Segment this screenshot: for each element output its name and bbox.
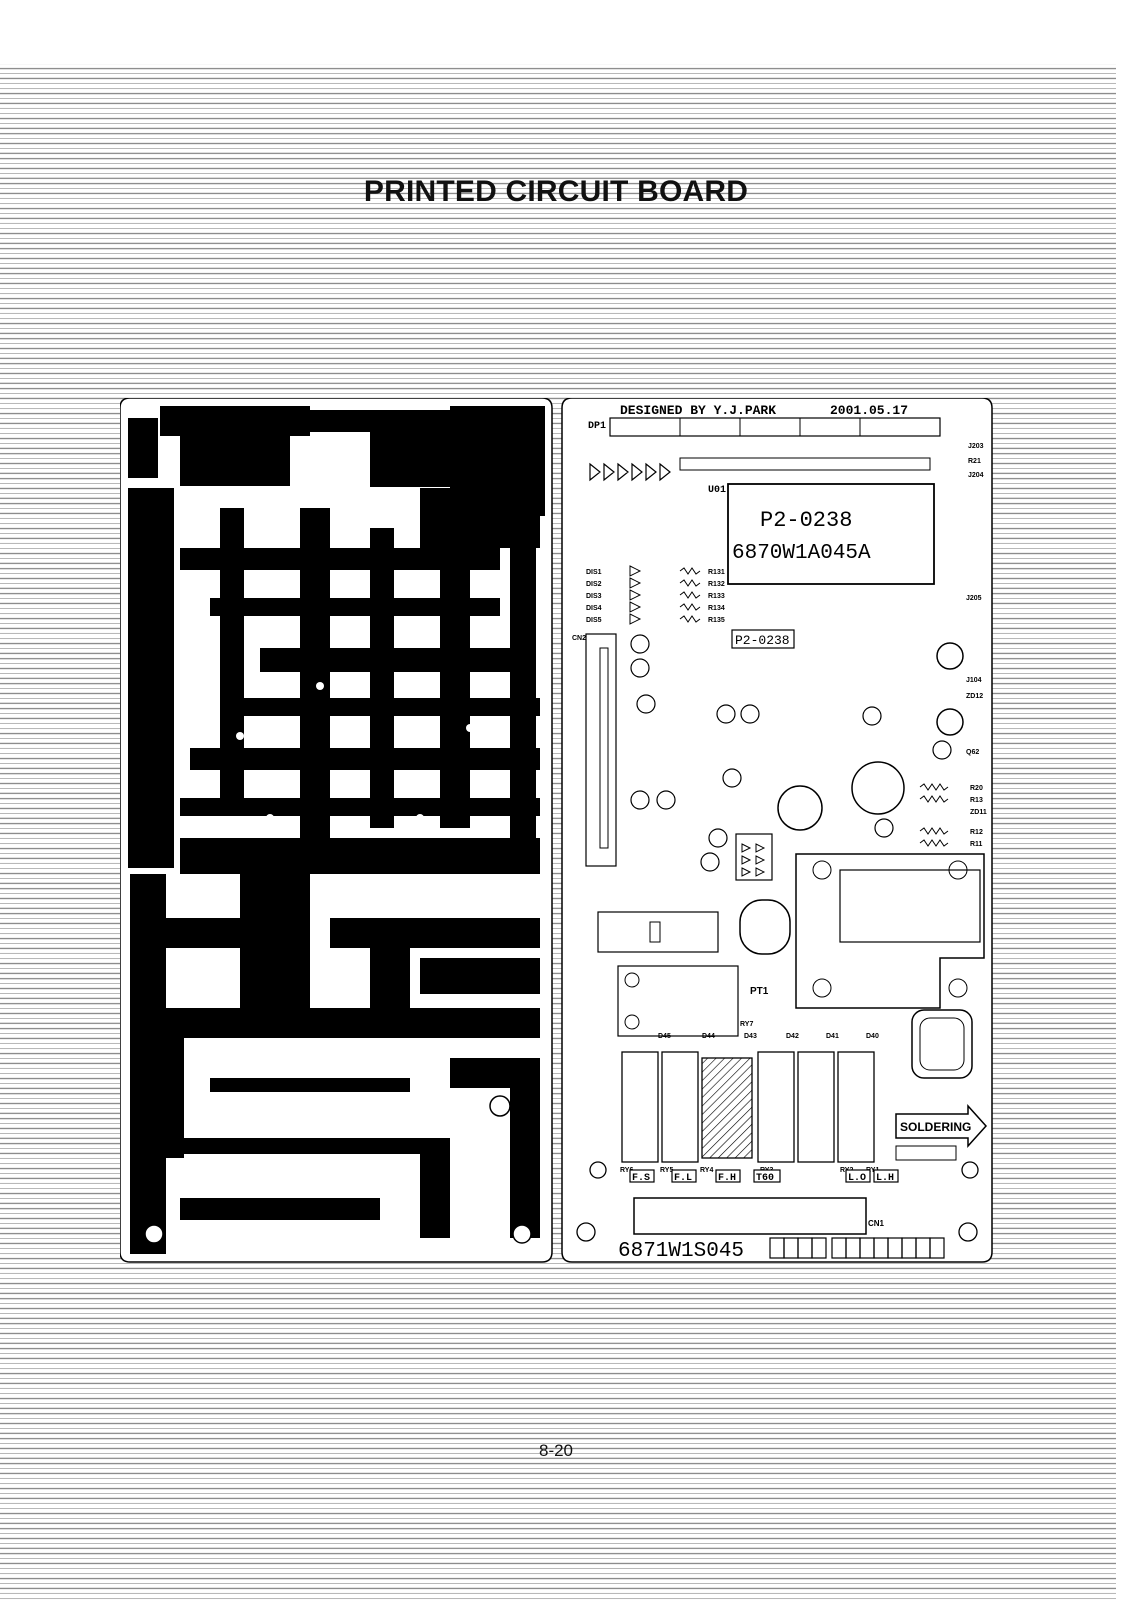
page-number: 8-20 (538, 1441, 574, 1460)
sub-label: P2-0238 (735, 633, 790, 648)
ic-ref: U01 (708, 485, 726, 496)
cn2-label: CN2 (572, 635, 586, 642)
pt1-label: PT1 (750, 986, 769, 997)
dis3-label: DIS3 (586, 593, 602, 600)
component-side-board: DESIGNED BY Y.J.PARK 2001.05.17 DP1 J203… (561, 398, 993, 1263)
d43-label: D43 (744, 1033, 757, 1040)
r135-label: R135 (708, 617, 725, 624)
solder-side-board (120, 398, 553, 1263)
ic-label-1: P2-0238 (760, 508, 852, 533)
right-margin (1116, 64, 1132, 1600)
terminal-t60: T60 (756, 1173, 774, 1184)
dis1-label: DIS1 (586, 569, 602, 576)
d41-label: D41 (826, 1033, 839, 1040)
soldering-label: SOLDERING (900, 1120, 971, 1134)
label-j204: J204 (968, 472, 984, 479)
dis4-label: DIS4 (586, 605, 602, 612)
label-r11: R11 (970, 841, 983, 848)
ry1-label: RY1 (866, 1167, 879, 1174)
display-ref: DP1 (588, 421, 606, 432)
ry4-label: RY4 (700, 1167, 713, 1174)
cn1-connector (633, 1197, 867, 1235)
designer-label: DESIGNED BY Y.J.PARK (620, 403, 776, 418)
design-date: 2001.05.17 (830, 403, 908, 418)
r134-label: R134 (708, 605, 725, 612)
d45-label: D45 (658, 1033, 671, 1040)
r133-label: R133 (708, 593, 725, 600)
label-j104: J104 (966, 677, 982, 684)
label-zd12: ZD12 (966, 693, 983, 700)
label-r20: R20 (970, 785, 983, 792)
label-j203: J203 (968, 443, 984, 450)
label-j205: J205 (966, 595, 982, 602)
page-title: PRINTED CIRCUIT BOARD (363, 175, 749, 208)
ry5-label: RY5 (660, 1167, 673, 1174)
ry6-label: RY6 (620, 1167, 633, 1174)
pcb-figure: DESIGNED BY Y.J.PARK 2001.05.17 DP1 J203… (120, 398, 1000, 1272)
ic-label-2: 6870W1A045A (732, 542, 871, 565)
dis5-label: DIS5 (586, 617, 602, 624)
dis2-label: DIS2 (586, 581, 602, 588)
terminal-lh: L.H (876, 1173, 894, 1184)
terminal-lo: L.O (848, 1173, 866, 1184)
r132-label: R132 (708, 581, 725, 588)
terminal-fs: F.S (632, 1173, 650, 1184)
label-r12: R12 (970, 829, 983, 836)
d42-label: D42 (786, 1033, 799, 1040)
terminal-fh: F.H (718, 1173, 736, 1184)
r131-label: R131 (708, 569, 725, 576)
label-q62: Q62 (966, 749, 979, 756)
label-r21: R21 (968, 458, 981, 465)
cn1-label: CN1 (868, 1219, 885, 1228)
soldering-arrow (895, 1104, 988, 1148)
terminal-fl: F.L (674, 1173, 692, 1184)
d44-label: D44 (702, 1033, 715, 1040)
board-code: 6871W1S045 (618, 1240, 744, 1263)
label-r13: R13 (970, 797, 983, 804)
hatched-relay (701, 1057, 753, 1159)
top-margin (0, 0, 1132, 64)
ry7-label: RY7 (740, 1021, 753, 1028)
label-zd11: ZD11 (970, 809, 987, 816)
d40-label: D40 (866, 1033, 879, 1040)
main-ic (727, 483, 935, 585)
